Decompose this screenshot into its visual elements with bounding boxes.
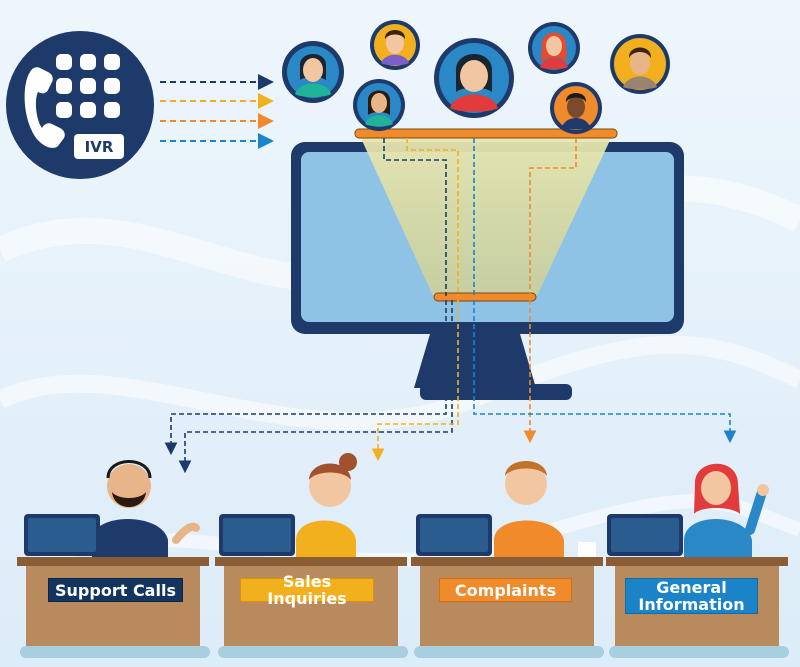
- general-label-line1: General: [656, 579, 726, 596]
- general-label-line2: Information: [638, 596, 744, 613]
- caller-avatars: [283, 20, 670, 134]
- caller-avatar: [550, 82, 602, 134]
- caller-avatar: [434, 38, 514, 118]
- ivr-label: IVR: [75, 136, 123, 158]
- caller-avatar: [353, 79, 405, 131]
- general-information-label: General Information: [625, 578, 758, 614]
- caller-avatar: [370, 20, 420, 70]
- sales-inquiries-label: Sales Inquiries: [240, 578, 374, 602]
- ivr-arrows: [160, 82, 270, 141]
- caller-avatar: [283, 42, 343, 102]
- caller-avatar: [610, 34, 670, 94]
- complaints-label: Complaints: [439, 578, 572, 602]
- support-calls-label: Support Calls: [48, 578, 183, 602]
- bottom-router-bar: [434, 293, 536, 301]
- agent-sales: [219, 453, 357, 560]
- caller-avatar: [528, 22, 580, 74]
- agent-complaints: [416, 461, 596, 560]
- keypad-icon: [56, 54, 120, 118]
